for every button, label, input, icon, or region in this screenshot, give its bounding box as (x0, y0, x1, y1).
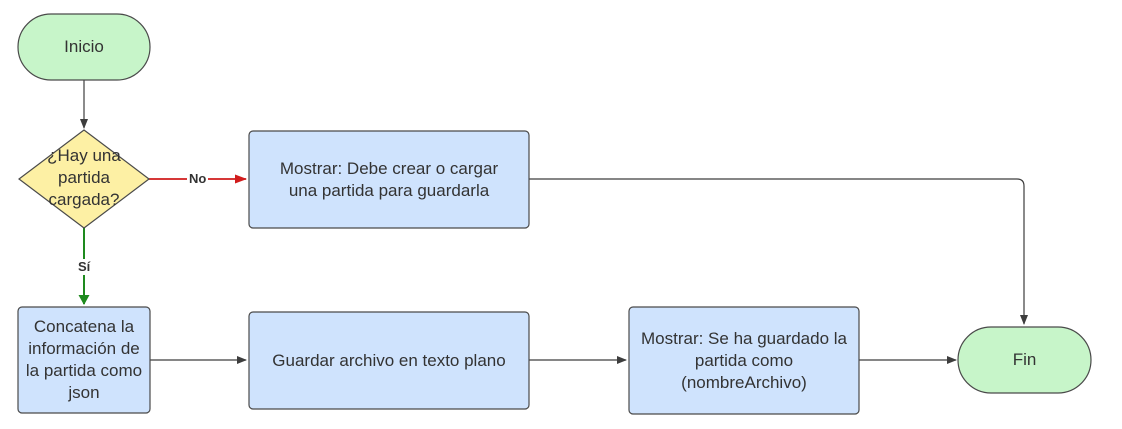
edge-no-label: No (187, 171, 209, 186)
save-file-box (248, 311, 530, 410)
edge-yes-label: Sí (76, 259, 93, 275)
concat-label: Concatena la información de la partida c… (25, 317, 143, 402)
end-label: Fin (1012, 350, 1037, 369)
end-terminal (957, 326, 1092, 394)
show-error-label: Mostrar: Debe crear o cargar una partida… (279, 158, 499, 200)
start-label: Inicio (64, 37, 104, 56)
show-saved-label: Mostrar: Se ha guardado la partida como … (640, 328, 847, 392)
decision-label: ¿Hay una partida cargada? (47, 146, 121, 209)
show-saved-box (628, 306, 860, 415)
concat-box (17, 306, 151, 414)
show-error-box (248, 130, 530, 229)
start-terminal (17, 13, 151, 81)
decision-diamond (18, 129, 150, 229)
save-file-label: Guardar archivo en texto plano (272, 350, 506, 370)
edge-error-to-end (529, 178, 1028, 325)
